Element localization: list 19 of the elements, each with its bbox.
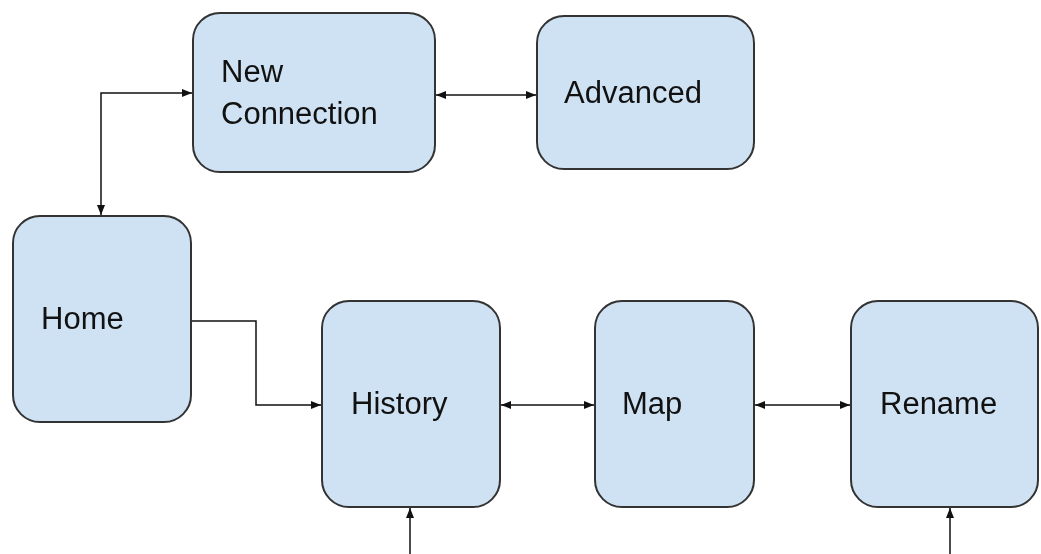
process-box [850, 300, 1039, 508]
arrow [406, 507, 414, 554]
process-box [12, 215, 192, 423]
process-box [321, 300, 501, 508]
process-box [536, 15, 755, 170]
arrow [754, 401, 851, 409]
arrow [500, 401, 595, 409]
box-label: Rename [880, 385, 999, 423]
arrow [435, 91, 537, 99]
box-label: New Connection [221, 52, 379, 133]
box-label: Advanced [564, 73, 703, 112]
box-label: Home [41, 300, 125, 338]
process-box [192, 12, 436, 173]
box-label: History [351, 385, 449, 423]
arrow [946, 507, 954, 554]
box-label: Map [622, 385, 684, 423]
process-box [594, 300, 755, 508]
arrow [191, 320, 322, 409]
arrow [97, 89, 193, 216]
